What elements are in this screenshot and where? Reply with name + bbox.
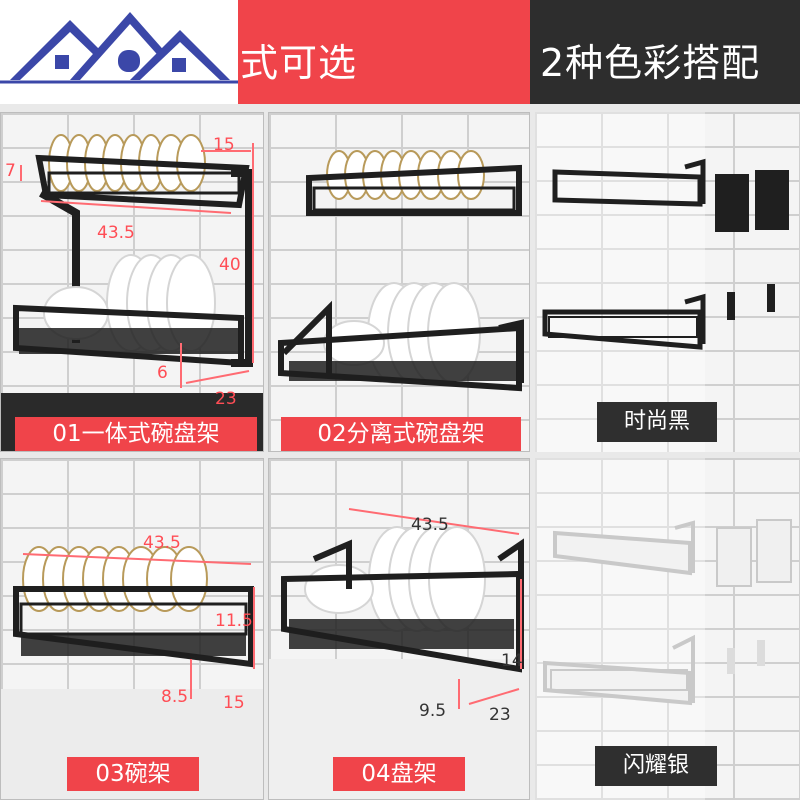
header-left-banner: 式可选 bbox=[238, 0, 530, 104]
panel-02-label: 02分离式碗盘架 bbox=[281, 417, 521, 451]
panel-03-label: 03碗架 bbox=[67, 757, 199, 791]
panel-04-plate-rack: 43.5 14 9.5 23 04盘架 bbox=[268, 458, 530, 800]
dim-height: 11.5 bbox=[215, 611, 253, 631]
panel-01-label: 01一体式碗盘架 bbox=[15, 417, 257, 451]
panel-02-split-rack: 02分离式碗盘架 bbox=[268, 112, 530, 452]
dim-base-height: 8.5 bbox=[161, 687, 189, 707]
header-left-title: 式可选 bbox=[240, 41, 358, 85]
panel-04-label: 04盘架 bbox=[333, 757, 465, 791]
panel-color-silver: 闪耀银 bbox=[535, 458, 800, 800]
dim-base-height: 6 bbox=[157, 363, 168, 383]
house-logo-icon bbox=[0, 12, 238, 84]
color-black-label: 时尚黑 bbox=[597, 402, 717, 442]
two-tier-rack-illustration bbox=[13, 134, 254, 388]
header-right-title: 2种色彩搭配 bbox=[540, 41, 761, 85]
dim-depth: 15 bbox=[223, 693, 245, 713]
dim-depth-top: 15 bbox=[213, 135, 235, 155]
dim-base-height: 9.5 bbox=[419, 701, 447, 721]
dim-width: 43.5 bbox=[411, 515, 449, 535]
plate-rack-illustration bbox=[281, 508, 524, 709]
silver-rack-illustration bbox=[543, 519, 792, 706]
split-rack-illustration bbox=[278, 150, 524, 392]
brand-logo bbox=[0, 0, 238, 104]
panel-01-integrated-rack: 15 7 43.5 40 6 23 01一体式碗盘架 bbox=[0, 112, 264, 452]
panel-color-black: 时尚黑 bbox=[535, 112, 800, 452]
dim-height: 40 bbox=[219, 255, 241, 275]
header-right-banner: 2种色彩搭配 bbox=[530, 0, 800, 104]
dim-width: 43.5 bbox=[143, 533, 181, 553]
bowl-rack-illustration bbox=[13, 546, 255, 699]
color-silver-label: 闪耀银 bbox=[595, 746, 717, 786]
dim-tier-gap: 7 bbox=[5, 161, 16, 181]
dim-height: 14 bbox=[501, 651, 523, 671]
dim-width: 43.5 bbox=[97, 223, 135, 243]
dim-depth: 23 bbox=[215, 389, 237, 409]
panel-03-bowl-rack: 43.5 11.5 8.5 15 03碗架 bbox=[0, 458, 264, 800]
dim-depth: 23 bbox=[489, 705, 511, 725]
black-rack-illustration bbox=[542, 158, 789, 350]
